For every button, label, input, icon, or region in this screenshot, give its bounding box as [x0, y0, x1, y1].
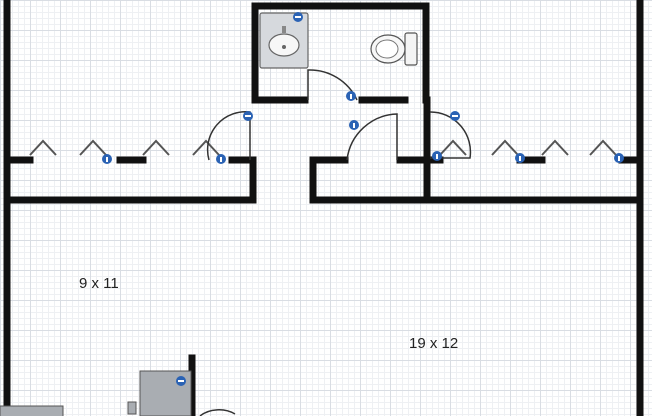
info-icon[interactable] [346, 91, 356, 101]
door-icon[interactable] [176, 376, 186, 386]
bifold-door[interactable] [192, 139, 220, 156]
info-icon[interactable] [432, 151, 442, 161]
info-icon[interactable] [515, 153, 525, 163]
markers [102, 12, 624, 386]
bifold-door[interactable] [142, 139, 170, 156]
bifold-door[interactable] [491, 139, 519, 156]
room-dimensions-right: 19 x 12 [409, 335, 459, 352]
bifold-door[interactable] [79, 139, 107, 156]
left-closet-door[interactable] [206, 110, 251, 161]
room-dimensions-left: 9 x 11 [79, 275, 119, 292]
door-icon[interactable] [243, 111, 253, 121]
bifold-door[interactable] [589, 139, 617, 156]
lower-door-arc [199, 409, 236, 416]
info-icon[interactable] [349, 120, 359, 130]
bifold-doors [29, 139, 617, 156]
door-icon[interactable] [450, 111, 460, 121]
info-icon[interactable] [614, 153, 624, 163]
mid-closet-door[interactable] [346, 113, 398, 161]
bifold-door[interactable] [29, 139, 57, 156]
toilet-icon [370, 32, 418, 66]
info-icon[interactable] [102, 154, 112, 164]
bifold-door[interactable] [439, 139, 467, 156]
bifold-door[interactable] [541, 139, 569, 156]
info-icon[interactable] [216, 154, 226, 164]
right-closet-door[interactable] [429, 111, 472, 159]
small-fixture [127, 401, 137, 415]
door-icon[interactable] [293, 12, 303, 22]
walls [3, 0, 644, 416]
appliance-box [0, 405, 64, 416]
sink-icon [259, 12, 309, 69]
